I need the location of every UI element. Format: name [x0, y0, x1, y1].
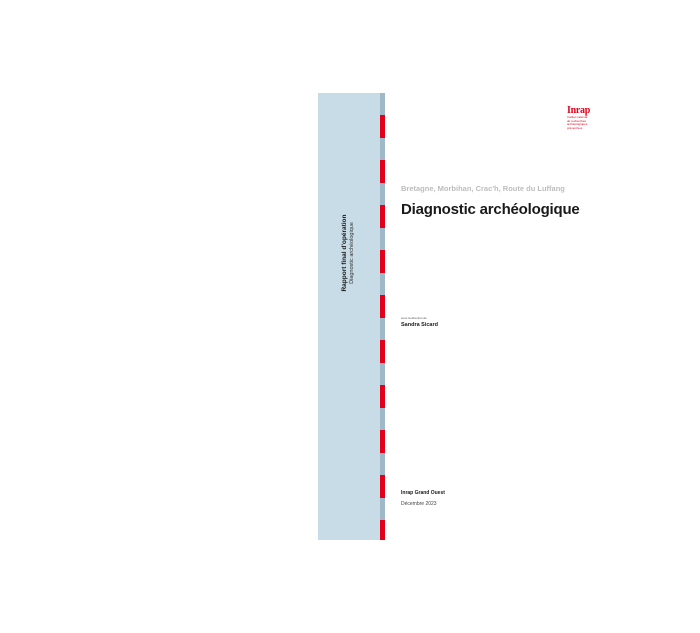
report-cover: Rapport final d'opération Diagnostic arc…: [318, 93, 598, 540]
author-label: sous la direction de: [401, 316, 427, 320]
logo-line: archéologiques: [567, 122, 588, 127]
stripe-segment-blue: [380, 318, 385, 340]
stripe-segment-red: [380, 115, 385, 138]
stripe-segment-red: [380, 385, 385, 408]
stripe-segment-blue: [380, 363, 385, 385]
stripe-segment-red: [380, 160, 385, 183]
stripe-segment-blue: [380, 453, 385, 475]
stripe-segment-red: [380, 430, 385, 453]
stripe-segment-red: [380, 520, 385, 540]
stripe-segment-red: [380, 295, 385, 318]
stripe-segment-red: [380, 340, 385, 363]
stripe-segment-blue: [380, 408, 385, 430]
logo-line: de recherches: [567, 118, 587, 123]
logo-line: préventives: [567, 125, 583, 130]
stripe-segment-blue: [380, 138, 385, 160]
organization: Inrap Grand Ouest: [401, 490, 445, 496]
spine-subtitle: Diagnostic archéologique: [348, 222, 355, 284]
author-name: Sandra Sicard: [401, 322, 438, 328]
stripe-segment-blue: [380, 273, 385, 295]
publication-date: Décembre 2023: [401, 501, 437, 507]
location-line: Bretagne, Morbihan, Crac'h, Route du Luf…: [401, 184, 565, 193]
logo-word: Inrap: [567, 105, 590, 116]
stripe-segment-red: [380, 475, 385, 498]
stripe-segment-red: [380, 250, 385, 273]
stripe-segment-blue: [380, 228, 385, 250]
stripe-segment-blue: [380, 93, 385, 115]
stripe-segment-blue: [380, 498, 385, 520]
spine-band: Rapport final d'opération Diagnostic arc…: [318, 93, 380, 540]
striped-divider: [380, 93, 385, 540]
spine-main-title: Rapport final d'opération: [340, 214, 348, 292]
inrap-logo: Inrap Institut national de recherches ar…: [567, 105, 595, 130]
logo-line: Institut national: [567, 115, 588, 119]
stripe-segment-red: [380, 205, 385, 228]
document-title: Diagnostic archéologique: [401, 201, 580, 218]
stripe-segment-blue: [380, 183, 385, 205]
spine-title: Rapport final d'opération Diagnostic arc…: [341, 214, 355, 291]
